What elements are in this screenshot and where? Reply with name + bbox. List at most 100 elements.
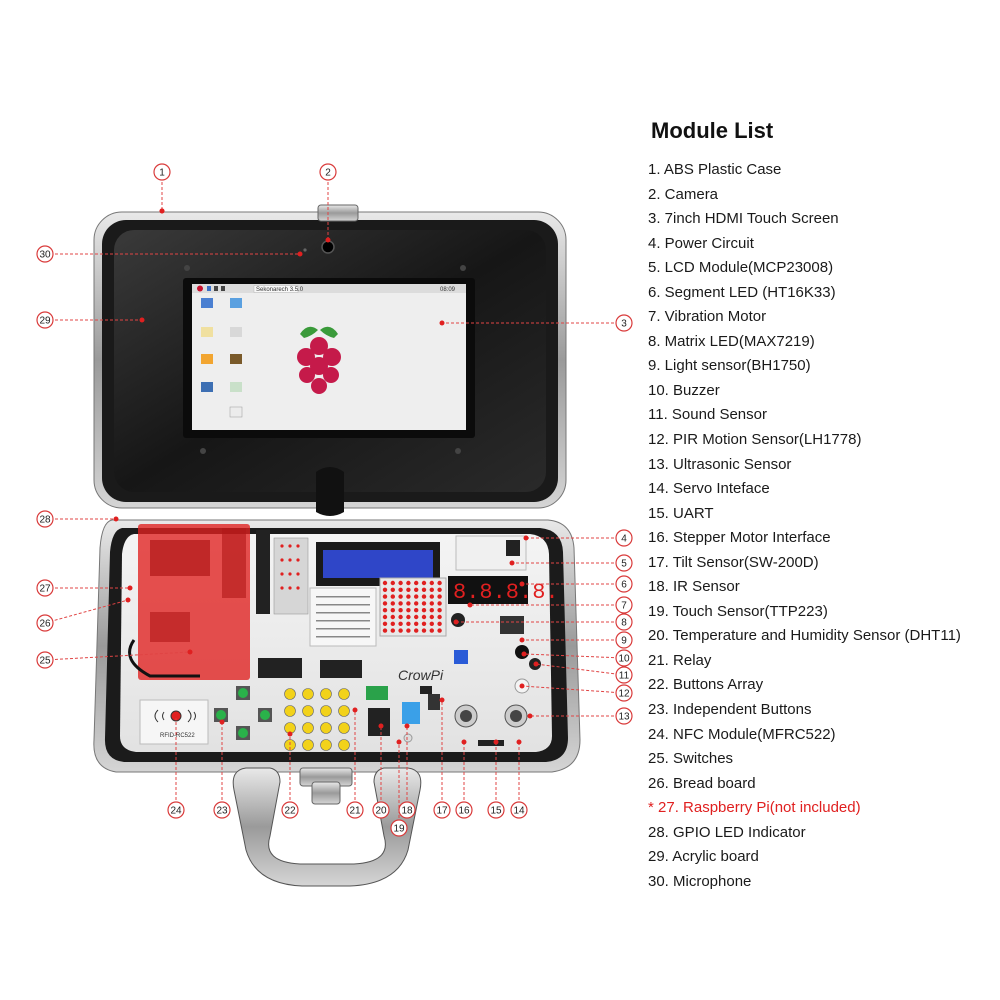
matrix-led-dot bbox=[429, 587, 434, 592]
matrix-led-dot bbox=[421, 621, 427, 626]
callout-target-dot bbox=[509, 560, 515, 566]
callout-marker bbox=[615, 613, 633, 631]
matrix-led-dot bbox=[421, 601, 427, 606]
callout-marker bbox=[36, 614, 54, 632]
segment-led bbox=[448, 576, 528, 604]
module-list-item: 10. Buzzer bbox=[648, 381, 720, 399]
matrix-led-dot bbox=[398, 628, 403, 633]
callout-marker bbox=[455, 801, 473, 819]
array-button bbox=[338, 705, 350, 717]
matrix-led-dot bbox=[429, 601, 434, 606]
independent-button-bottom bbox=[238, 728, 248, 738]
matrix-led-dot bbox=[429, 628, 434, 633]
matrix-led-dot bbox=[406, 608, 411, 613]
callout-target-dot bbox=[139, 317, 145, 323]
microphone-hole bbox=[303, 248, 307, 252]
independent-button-top bbox=[238, 688, 248, 698]
matrix-led-dot bbox=[390, 587, 395, 592]
matrix-led-dot bbox=[382, 608, 388, 613]
callout-target-dot bbox=[519, 581, 525, 587]
matrix-led-dot bbox=[421, 580, 427, 586]
callout-number: 25 bbox=[39, 656, 51, 667]
module-list-item: * 27. Raspberry Pi(not included) bbox=[648, 799, 861, 817]
matrix-led-dot bbox=[398, 608, 403, 613]
ir-receiver bbox=[420, 686, 432, 694]
module-list-item: 30. Microphone bbox=[648, 872, 752, 890]
matrix-led-dot bbox=[390, 601, 395, 606]
tilt-sensor bbox=[428, 694, 440, 710]
case-lid: Sekonarech 3.5.0 08:09 bbox=[93, 204, 567, 509]
callout-marker bbox=[36, 651, 54, 669]
module-list-item: 29. Acrylic board bbox=[648, 848, 759, 866]
screen-tab-label: Sekonarech 3.5.0 bbox=[256, 287, 304, 293]
array-button bbox=[338, 722, 350, 734]
servo-interface bbox=[478, 740, 504, 746]
array-button bbox=[302, 739, 314, 751]
matrix-led-dot bbox=[421, 594, 427, 599]
module-list-item: 6. Segment LED (HT16K33) bbox=[648, 283, 836, 301]
module-list-item: 7. Vibration Motor bbox=[648, 308, 767, 326]
matrix-led-dot bbox=[437, 621, 442, 626]
callout-target-dot bbox=[439, 320, 445, 326]
callout-number: 7 bbox=[621, 601, 627, 612]
callout-target-dot bbox=[187, 649, 193, 655]
matrix-led-dot bbox=[437, 608, 442, 613]
buzzer bbox=[515, 645, 529, 659]
callout-marker bbox=[615, 554, 633, 572]
module-list-item: 25. Switches bbox=[648, 750, 734, 768]
callout-marker bbox=[615, 314, 633, 332]
case-handle bbox=[232, 767, 422, 887]
array-button bbox=[302, 688, 314, 700]
callout-number: 26 bbox=[39, 619, 51, 630]
callout-number: 8 bbox=[621, 618, 627, 629]
callout-target-dot bbox=[352, 707, 358, 713]
lid-hinge bbox=[316, 467, 344, 516]
relay bbox=[368, 708, 390, 736]
matrix-led-dot bbox=[406, 601, 411, 606]
array-button bbox=[338, 739, 350, 751]
module-list-item: 15. UART bbox=[648, 504, 714, 522]
matrix-led-dot bbox=[421, 614, 427, 620]
matrix-led-dot bbox=[390, 608, 395, 613]
callout-target-dot bbox=[325, 237, 331, 243]
callout-marker bbox=[36, 245, 54, 263]
callout-marker bbox=[36, 579, 54, 597]
callout-number: 20 bbox=[375, 806, 387, 817]
callout-number: 5 bbox=[621, 559, 627, 570]
callout-marker bbox=[390, 819, 408, 837]
matrix-led bbox=[379, 577, 447, 637]
module-list-item: 16. Stepper Motor Interface bbox=[648, 529, 831, 547]
callout-marker bbox=[615, 529, 633, 547]
callout-marker bbox=[615, 596, 633, 614]
matrix-led-dots bbox=[382, 580, 442, 633]
callout-number: 27 bbox=[39, 584, 51, 595]
camera-lens bbox=[321, 240, 335, 254]
module-list-item: 22. Buttons Array bbox=[648, 676, 764, 694]
matrix-led-dot bbox=[437, 594, 442, 599]
callout-marker bbox=[615, 666, 633, 684]
desktop-icons bbox=[201, 298, 243, 418]
callout-number: 17 bbox=[436, 806, 448, 817]
callout-target-dot bbox=[467, 602, 473, 608]
callout-target-dot bbox=[127, 585, 133, 591]
matrix-led-dot bbox=[398, 601, 403, 606]
light-sensor-chip bbox=[500, 616, 524, 634]
matrix-led-dot bbox=[406, 614, 411, 620]
matrix-led-dot bbox=[414, 594, 419, 599]
matrix-led-dot bbox=[414, 614, 419, 620]
gpio-led-indicator bbox=[273, 537, 309, 615]
switches-left bbox=[258, 658, 302, 678]
matrix-led-dot bbox=[390, 628, 395, 633]
callout-marker bbox=[487, 801, 505, 819]
callout-marker bbox=[281, 801, 299, 819]
callout-marker bbox=[615, 631, 633, 649]
callout-number: 21 bbox=[349, 806, 361, 817]
callout-target-dot bbox=[521, 651, 527, 657]
matrix-led-dot bbox=[382, 614, 388, 620]
module-list-item: 5. LCD Module(MCP23008) bbox=[648, 259, 834, 277]
matrix-led-dot bbox=[414, 608, 419, 613]
callout-target-dot bbox=[516, 739, 522, 745]
switches-right bbox=[320, 660, 362, 678]
callout-target-dot bbox=[523, 535, 529, 541]
